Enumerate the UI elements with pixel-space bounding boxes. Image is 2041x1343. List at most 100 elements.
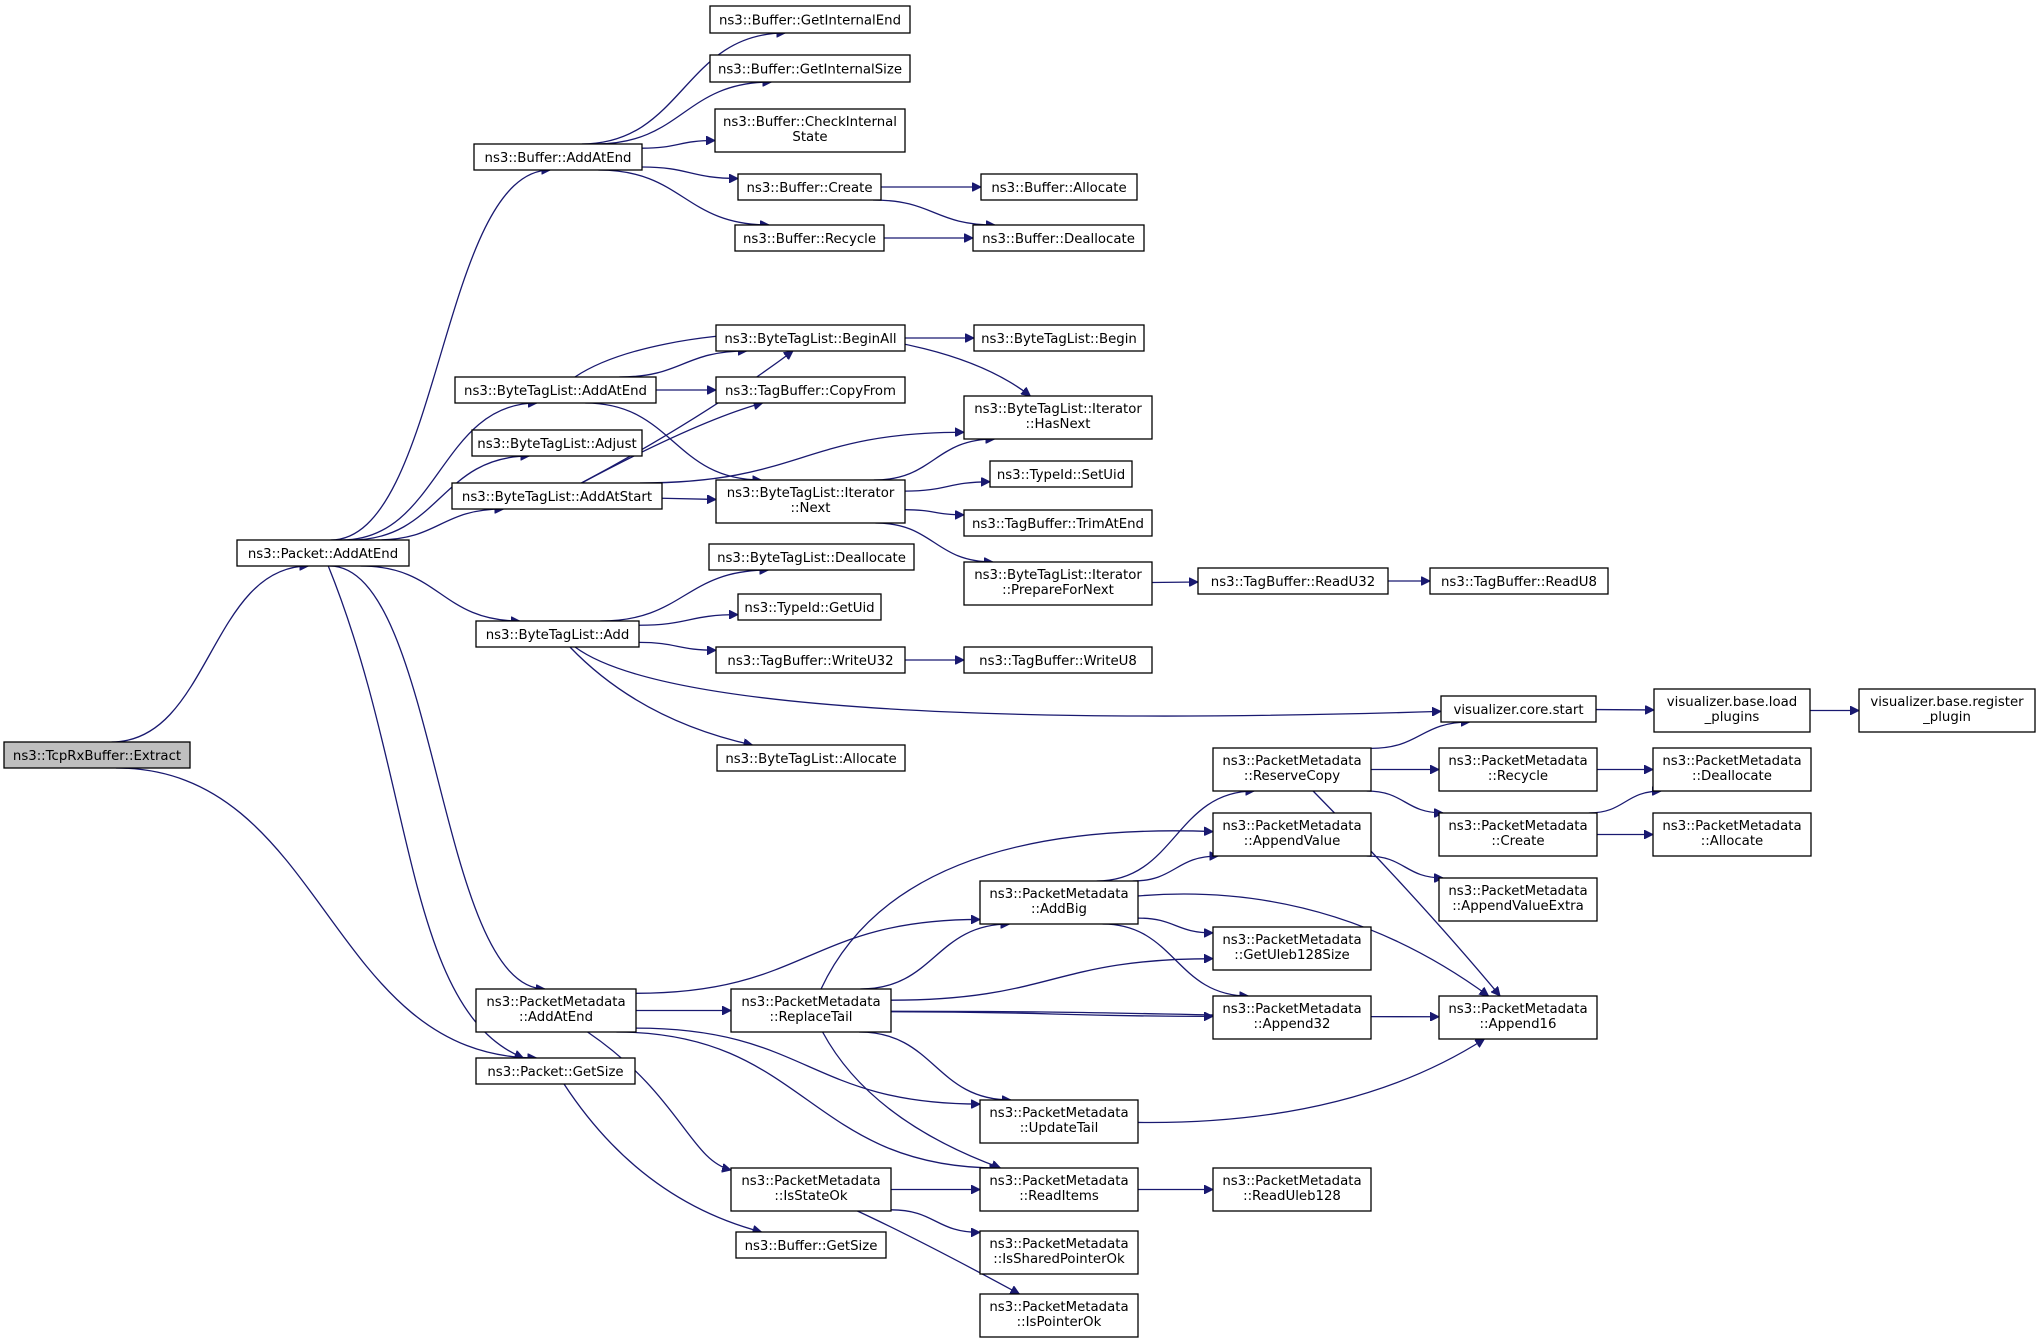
node-box: [963, 395, 1153, 440]
node-box: [475, 620, 640, 648]
node-tb-readu32[interactable]: ns3::TagBuffer::ReadU32: [1197, 567, 1389, 595]
node-pm-readuleb128[interactable]: ns3::PacketMetadata::ReadUleb128: [1212, 1167, 1372, 1212]
node-buf-getinternalend[interactable]: ns3::Buffer::GetInternalEnd: [709, 5, 911, 34]
node-box: [1212, 812, 1372, 857]
node-buf-create[interactable]: ns3::Buffer::Create: [737, 173, 882, 201]
node-label: ns3::PacketMetadata: [989, 1237, 1128, 1252]
node-tb-writeu32[interactable]: ns3::TagBuffer::WriteU32: [715, 646, 906, 674]
node-btl-addatstart[interactable]: ns3::ByteTagList::AddAtStart: [451, 482, 663, 510]
node-btl-addatend[interactable]: ns3::ByteTagList::AddAtEnd: [454, 376, 657, 404]
node-pm-reservecopy[interactable]: ns3::PacketMetadata::ReserveCopy: [1212, 747, 1372, 792]
edge-pm_addatend-to-pm_updatetail: [635, 1027, 980, 1104]
node-pm-updatetail[interactable]: ns3::PacketMetadata::UpdateTail: [979, 1099, 1139, 1144]
node-label: ns3::PacketMetadata: [989, 887, 1128, 902]
node-box: [963, 646, 1153, 674]
node-label: ::HasNext: [1025, 417, 1090, 432]
edge-pm_appendvalue-to-pm_appendvalueextra: [1366, 855, 1443, 878]
call-edge: [638, 641, 716, 650]
call-edge: [569, 646, 753, 745]
node-label: ns3::PacketMetadata: [1662, 754, 1801, 769]
node-label: ns3::TagBuffer::WriteU8: [979, 654, 1137, 669]
edge-pkt_addatend-to-btl_adjust: [350, 456, 530, 541]
node-tb-trimatend[interactable]: ns3::TagBuffer::TrimAtEnd: [963, 509, 1153, 537]
node-label: ::AppendValue: [1244, 834, 1341, 849]
node-typeid-setuid[interactable]: ns3::TypeId::SetUid: [989, 460, 1133, 488]
node-pm-deallocate[interactable]: ns3::PacketMetadata::Deallocate: [1652, 747, 1812, 792]
node-tb-copyfrom[interactable]: ns3::TagBuffer::CopyFrom: [715, 376, 906, 404]
edge-buf_addatend-to-buf_recycle: [598, 169, 769, 225]
edge-pm_addatend-to-pm_isstateok: [587, 1031, 731, 1170]
node-box: [236, 539, 410, 567]
node-btl-deallocate[interactable]: ns3::ByteTagList::Deallocate: [708, 543, 915, 571]
node-label: ns3::PacketMetadata: [989, 1300, 1128, 1315]
node-pm-readitems[interactable]: ns3::PacketMetadata::ReadItems: [979, 1167, 1139, 1212]
node-pm-append16[interactable]: ns3::PacketMetadata::Append16: [1438, 995, 1598, 1040]
node-label: ns3::ByteTagList::Add: [486, 628, 630, 643]
edge-pm_addatend-to-pm_addbig: [635, 919, 980, 994]
node-buf-allocate[interactable]: ns3::Buffer::Allocate: [980, 173, 1138, 201]
node-box: [1438, 877, 1598, 922]
node-pm-isstateok[interactable]: ns3::PacketMetadata::IsStateOk: [730, 1167, 892, 1212]
node-pm-issharedpointerok[interactable]: ns3::PacketMetadata::IsSharedPointerOk: [979, 1230, 1139, 1275]
node-buf-addatend[interactable]: ns3::Buffer::AddAtEnd: [473, 143, 643, 171]
node-box: [1440, 695, 1597, 723]
node-pm-getuleb128size[interactable]: ns3::PacketMetadata::GetUleb128Size: [1212, 926, 1372, 971]
node-tb-readu8[interactable]: ns3::TagBuffer::ReadU8: [1429, 567, 1609, 595]
edge-btl_add-to-typeid_getuid: [638, 615, 738, 626]
node-buf-deallocate[interactable]: ns3::Buffer::Deallocate: [972, 224, 1145, 252]
node-pm-ispointerok[interactable]: ns3::PacketMetadata::IsPointerOk: [979, 1293, 1139, 1338]
node-vis-base-register[interactable]: visualizer.base.register_plugin: [1858, 688, 2036, 733]
node-vis-base-load[interactable]: visualizer.base.load_plugins: [1653, 688, 1811, 733]
node-pm-appendvalue[interactable]: ns3::PacketMetadata::AppendValue: [1212, 812, 1372, 857]
call-edge: [581, 33, 785, 145]
node-box: [451, 482, 663, 510]
node-label: ns3::Buffer::CheckInternal: [723, 115, 897, 130]
node-pm-append32[interactable]: ns3::PacketMetadata::Append32: [1212, 995, 1372, 1040]
node-pm-appendvalueextra[interactable]: ns3::PacketMetadata::AppendValueExtra: [1438, 877, 1598, 922]
node-label: _plugins: [1704, 710, 1760, 725]
edge-pm_replacetail-to-pm_addbig: [860, 924, 1009, 990]
call-edge: [574, 646, 1441, 717]
call-edge: [904, 482, 990, 492]
node-label: ns3::ByteTagList::AddAtStart: [462, 490, 652, 505]
node-pm-allocate[interactable]: ns3::PacketMetadata::Allocate: [1652, 812, 1812, 857]
node-pm-replacetail[interactable]: ns3::PacketMetadata::ReplaceTail: [730, 988, 892, 1033]
node-label: ::GetUleb128Size: [1234, 948, 1349, 963]
call-edge: [581, 351, 793, 484]
node-pm-addatend[interactable]: ns3::PacketMetadata::AddAtEnd: [475, 988, 637, 1033]
node-btli-preparefornext[interactable]: ns3::ByteTagList::Iterator::PrepareForNe…: [963, 561, 1153, 606]
node-label: ns3::PacketMetadata: [1448, 884, 1587, 899]
node-extract[interactable]: ns3::TcpRxBuffer::Extract: [3, 741, 191, 769]
node-buf-getinternalsize[interactable]: ns3::Buffer::GetInternalSize: [709, 54, 911, 83]
node-tb-writeu8[interactable]: ns3::TagBuffer::WriteU8: [963, 646, 1153, 674]
node-buf-recycle[interactable]: ns3::Buffer::Recycle: [734, 224, 885, 252]
edge-pm_create-to-pm_deallocate: [1588, 791, 1661, 814]
edge-btli_next-to-btli_preparefornext: [875, 522, 993, 562]
node-buf-getsize[interactable]: ns3::Buffer::GetSize: [735, 1231, 887, 1259]
node-pkt-getsize[interactable]: ns3::Packet::GetSize: [475, 1057, 636, 1085]
node-btl-allocate[interactable]: ns3::ByteTagList::Allocate: [716, 744, 906, 772]
node-label: ::AddBig: [1031, 902, 1087, 917]
node-btl-beginall[interactable]: ns3::ByteTagList::BeginAll: [715, 324, 906, 352]
node-pkt-addatend[interactable]: ns3::Packet::AddAtEnd: [236, 539, 410, 567]
node-box: [1652, 812, 1812, 857]
node-pm-create[interactable]: ns3::PacketMetadata::Create: [1438, 812, 1598, 857]
node-btl-begin[interactable]: ns3::ByteTagList::Begin: [973, 324, 1145, 352]
node-pm-addbig[interactable]: ns3::PacketMetadata::AddBig: [979, 880, 1139, 925]
node-box: [730, 1167, 892, 1212]
node-btl-add[interactable]: ns3::ByteTagList::Add: [475, 620, 640, 648]
node-btl-adjust[interactable]: ns3::ByteTagList::Adjust: [471, 429, 643, 457]
node-pm-recycle[interactable]: ns3::PacketMetadata::Recycle: [1438, 747, 1598, 792]
node-box: [735, 1231, 887, 1259]
node-box: [737, 593, 882, 621]
node-vis-core-start[interactable]: visualizer.core.start: [1440, 695, 1597, 723]
node-typeid-getuid[interactable]: ns3::TypeId::GetUid: [737, 593, 882, 621]
node-btli-next[interactable]: ns3::ByteTagList::Iterator::Next: [715, 479, 906, 524]
node-label: ::AppendValueExtra: [1452, 899, 1584, 914]
node-label: ::ReserveCopy: [1244, 769, 1340, 784]
edge-pm_replacetail-to-pm_readitems: [822, 1031, 1001, 1168]
node-label: ns3::PacketMetadata: [1222, 933, 1361, 948]
node-btli-hasnext[interactable]: ns3::ByteTagList::Iterator::HasNext: [963, 395, 1153, 440]
node-box: [1652, 747, 1812, 792]
